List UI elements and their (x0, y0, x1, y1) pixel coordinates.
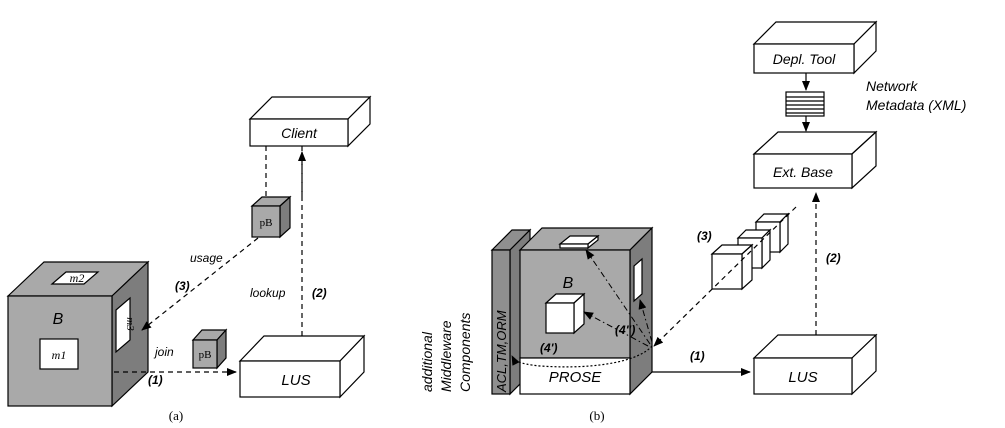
component-b-cube: m2 m3 B m1 (6, 260, 150, 408)
step-1-label: (1) (690, 349, 705, 363)
edge-4-dblprime-side (638, 299, 653, 343)
metadata-label-line1: Network (866, 78, 918, 94)
prose-label: PROSE (549, 369, 603, 386)
edge-4-dblprime-top (585, 249, 651, 345)
step-4a-label: (4') (540, 341, 558, 355)
join-step: (1) (148, 373, 163, 387)
module-m3-label: m3 (124, 317, 136, 331)
module-m1-label: m1 (52, 348, 67, 362)
usage-step: (3) (175, 279, 190, 293)
proxy-pb-client: pB (250, 195, 292, 239)
edge-4-dblprime-front (583, 311, 649, 347)
edge-usage (141, 237, 259, 331)
depl-tool-box: Depl. Tool (752, 20, 878, 75)
middleware-stack-label: ACL,TM,ORM (494, 310, 509, 393)
proxy-pb-join-label: pB (199, 349, 212, 361)
middleware-caption-line1: additional (419, 331, 435, 392)
lus-box: LUS (238, 334, 366, 399)
component-b-label: B (53, 311, 64, 328)
component-b-prose: PROSE B (518, 226, 654, 396)
proxy-pb-client-label: pB (260, 217, 273, 229)
lus-label: LUS (281, 372, 310, 389)
lookup-label: lookup (250, 286, 286, 300)
ext-base-label: Ext. Base (773, 164, 833, 180)
step-3-label: (3) (697, 229, 712, 243)
edge-4-prime (511, 345, 653, 368)
client-label: Client (281, 125, 318, 141)
client-box: Client (248, 95, 372, 148)
caption-b: (b) (589, 408, 604, 423)
module-m3 (115, 296, 131, 354)
middleware-caption-line2: Middleware (438, 320, 454, 392)
metadata-document (785, 91, 825, 117)
join-label: join (153, 345, 174, 359)
component-b-b-label: B (563, 275, 574, 292)
caption-a: (a) (169, 408, 183, 423)
extension-cubes (710, 212, 790, 291)
middleware-caption: additional Middleware Components (419, 313, 473, 392)
step-4b-label: (4") (615, 323, 635, 337)
step-2-label: (2) (826, 251, 841, 265)
panel-b: Depl. Tool Network Metadata (XML) Ext. B… (419, 20, 966, 423)
module-m1 (39, 338, 79, 370)
ext-base-box: Ext. Base (752, 130, 878, 190)
module-front (545, 302, 575, 334)
metadata-label-line2: Metadata (XML) (866, 97, 966, 113)
module-m2 (50, 271, 100, 285)
usage-label: usage (190, 251, 223, 265)
proxy-pb-join: pB (191, 328, 228, 370)
middleware-caption-line3: Components (457, 313, 473, 392)
lus-b-label: LUS (788, 369, 817, 386)
edge-extbase-to-prose (653, 206, 797, 347)
depl-tool-label: Depl. Tool (773, 51, 836, 67)
lookup-step: (2) (312, 286, 327, 300)
lus-box-b: LUS (752, 333, 878, 396)
module-m2-label: m2 (70, 271, 85, 285)
module-side (633, 257, 643, 303)
panel-a: m2 m3 B m1 Client LUS (6, 95, 372, 423)
